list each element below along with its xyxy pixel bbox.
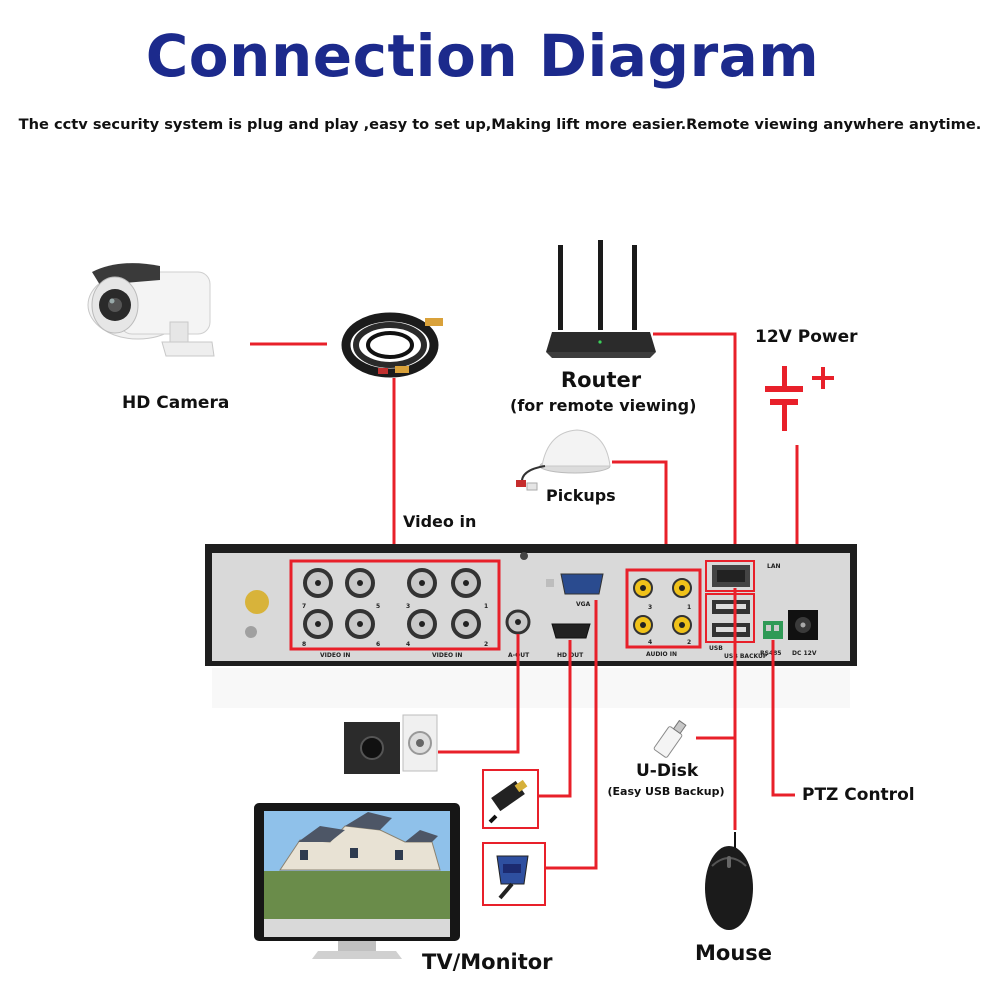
- label-udisk-sub: (Easy USB Backup): [607, 785, 725, 798]
- label-udisk: U-Disk: [636, 761, 699, 781]
- label-12v-power: 12V Power: [755, 327, 858, 347]
- hd-camera-icon: [87, 263, 215, 357]
- port-number: 4: [406, 641, 410, 648]
- page-title: Connection Diagram: [145, 22, 820, 90]
- bnc-ports-right: [407, 568, 481, 639]
- hdmi-port: [551, 623, 591, 639]
- rca-ports: [633, 578, 692, 635]
- dvr-reflection: [212, 668, 850, 708]
- port-number: 6: [376, 641, 380, 648]
- router-to-lan-line: [653, 332, 737, 565]
- page-subtitle: The cctv security system is plug and pla…: [18, 116, 982, 133]
- usb-label: USB: [709, 645, 723, 652]
- audio-in-label: AUDIO IN: [646, 651, 677, 658]
- audio-num: 2: [687, 639, 691, 646]
- audio-num: 3: [648, 604, 652, 611]
- port-number: 7: [302, 603, 306, 610]
- audio-num: 1: [687, 604, 691, 611]
- video-in-panel-label: VIDEO IN: [432, 652, 462, 659]
- label-pickups: Pickups: [546, 486, 616, 505]
- vga-label: VGA: [576, 601, 591, 608]
- hdmi-line: [538, 640, 572, 798]
- video-in-panel-label: VIDEO IN: [320, 652, 350, 659]
- label-ptz-control: PTZ Control: [802, 785, 915, 805]
- dc-power-symbol-icon: [765, 366, 834, 431]
- bnc-ports-left: [303, 568, 375, 639]
- hdmi-cable-icon: [488, 779, 528, 824]
- lan-highlight: [705, 560, 755, 592]
- router-icon: [546, 240, 656, 358]
- audio-in-highlight: [625, 568, 702, 649]
- label-tv-monitor: TV/Monitor: [422, 950, 553, 974]
- usb-backup-label: USB BACKUP: [724, 653, 768, 660]
- label-video-in: Video in: [403, 512, 477, 531]
- vga-port: [560, 573, 604, 595]
- video-in-highlight: [289, 559, 501, 651]
- label-hd-camera: HD Camera: [122, 393, 230, 413]
- usb-highlight: [705, 593, 755, 643]
- pickup-microphone-icon: [516, 429, 611, 491]
- lan-label: LAN: [767, 563, 781, 570]
- label-router-sub: (for remote viewing): [510, 396, 697, 415]
- dvr-recorder: 7 5 8 6 3 1 4 2 VIDEO IN VIDEO IN A-OUT …: [205, 544, 857, 666]
- speakers-icon: [344, 714, 438, 774]
- dc-label: DC 12V: [792, 650, 817, 657]
- port-number: 1: [484, 603, 488, 610]
- audio-num: 4: [648, 639, 652, 646]
- mouse-icon: [705, 832, 753, 930]
- port-number: 8: [302, 641, 306, 648]
- usb-flash-drive-icon: [653, 719, 687, 758]
- label-mouse: Mouse: [695, 941, 773, 965]
- bnc-cable-coil-icon: [341, 312, 443, 378]
- vga-line: [545, 600, 598, 870]
- port-number: 2: [484, 641, 488, 648]
- tv-monitor-icon: [254, 803, 460, 959]
- port-number: 3: [406, 603, 410, 610]
- vga-cable-icon: [496, 855, 529, 900]
- label-router: Router: [560, 368, 642, 392]
- pickup-to-audio-line: [612, 460, 668, 570]
- rs485-label: RS485: [760, 650, 781, 657]
- port-number: 5: [376, 603, 380, 610]
- ptz-line: [771, 640, 795, 797]
- ground-screw-icon: [245, 590, 269, 614]
- speaker-line: [438, 634, 520, 754]
